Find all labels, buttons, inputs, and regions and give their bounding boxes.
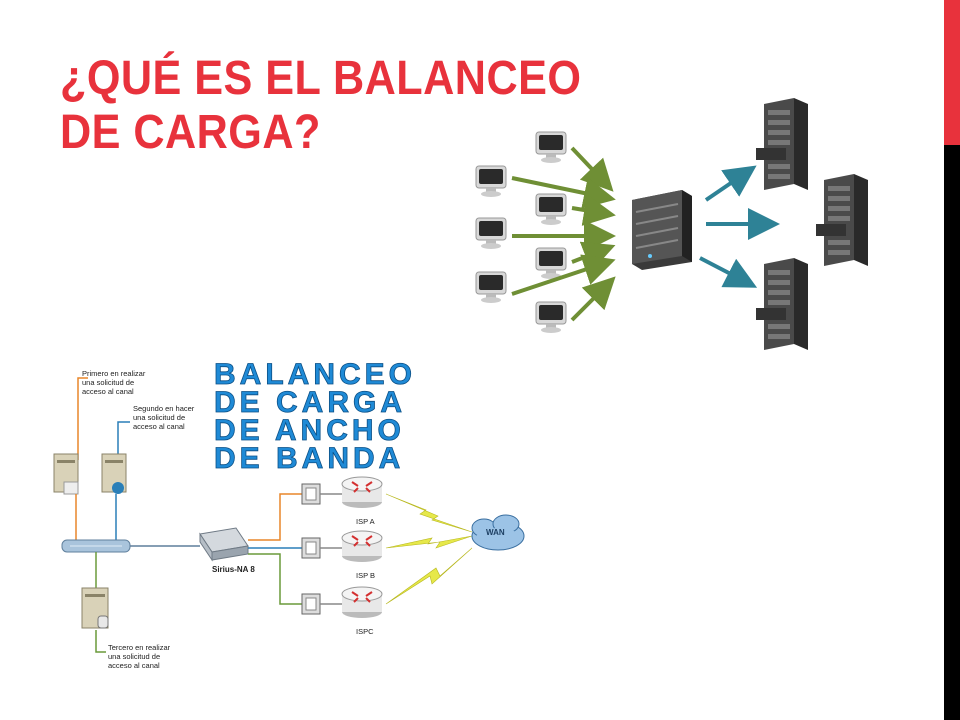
router-icon-isp-c: [341, 586, 383, 618]
client-monitor-icon: [475, 165, 507, 198]
svg-text:acceso al canal: acceso al canal: [133, 422, 185, 431]
modem-icon-a: [301, 483, 321, 505]
isp-c-label: ISPC: [356, 627, 374, 636]
banner-line-4: DE BANDA: [214, 442, 404, 475]
server-rack-icon: [756, 98, 808, 190]
client-monitor-icon: [535, 193, 567, 226]
svg-text:Segundo en hacer: Segundo en hacer: [133, 404, 195, 413]
banner-line-2: DE CARGA: [214, 386, 406, 419]
modem-icon-b: [301, 537, 321, 559]
network-switch-icon: [61, 539, 131, 553]
client-monitor-icon: [535, 301, 567, 334]
client-arrows: [511, 146, 616, 322]
svg-text:acceso al canal: acceso al canal: [108, 661, 160, 670]
title-line-1: ¿QUÉ ES EL BALANCEO: [60, 52, 582, 105]
router-icon-isp-a: [341, 476, 383, 508]
svg-text:Tercero en realizar: Tercero en realizar: [108, 643, 171, 652]
server-rack-icon: [756, 258, 808, 350]
wan-cloud-icon: [471, 514, 525, 551]
svg-text:una solicitud de: una solicitud de: [133, 413, 185, 422]
accent-bar-black: [944, 145, 960, 720]
svg-text:una solicitud de: una solicitud de: [108, 652, 160, 661]
load-balancer-diagram: [475, 98, 868, 350]
server-arrows: [699, 165, 780, 288]
svg-text:acceso al canal: acceso al canal: [82, 387, 134, 396]
server-rack-icon: [816, 174, 868, 266]
banner-line-3: DE ANCHO: [214, 414, 405, 447]
svg-text:Primero en realizar: Primero en realizar: [82, 369, 146, 378]
accent-bar-red: [944, 0, 960, 145]
callout-third-request: Tercero en realizar una solicitud de acc…: [95, 630, 171, 670]
callout-second-request: Segundo en hacer una solicitud de acceso…: [117, 404, 195, 460]
svg-text:una solicitud de: una solicitud de: [82, 378, 134, 387]
workstation-icon-1: [53, 453, 79, 495]
router-icon-isp-b: [341, 530, 383, 562]
workstation-icon-2: [101, 453, 127, 494]
banner-text: BALANCEO DE CARGA DE ANCHO DE BANDA: [214, 358, 416, 476]
client-monitor-icon: [535, 131, 567, 164]
device-label: Sirius-NA 8: [212, 565, 255, 574]
workstation-icon-3: [81, 587, 109, 629]
isp-a-label: ISP A: [356, 517, 375, 526]
load-balancer-server-icon: [632, 190, 692, 270]
client-monitor-icon: [535, 247, 567, 280]
wireless-links: [385, 493, 473, 605]
isp-b-label: ISP B: [356, 571, 375, 580]
modem-icon-c: [301, 593, 321, 615]
title-line-2: DE CARGA?: [60, 106, 321, 159]
slide-title: ¿QUÉ ES EL BALANCEO DE CARGA?: [60, 52, 581, 160]
wan-label: WAN: [486, 528, 505, 537]
banner-line-1: BALANCEO: [214, 358, 416, 391]
callout-first-request: Primero en realizar una solicitud de acc…: [77, 369, 146, 460]
sirius-balancer-device-icon: [199, 527, 249, 562]
bandwidth-balancing-diagram: BALANCEO DE CARGA DE ANCHO DE BANDA Prim…: [40, 352, 540, 677]
client-monitor-icon: [475, 271, 507, 304]
client-monitor-icon: [475, 217, 507, 250]
